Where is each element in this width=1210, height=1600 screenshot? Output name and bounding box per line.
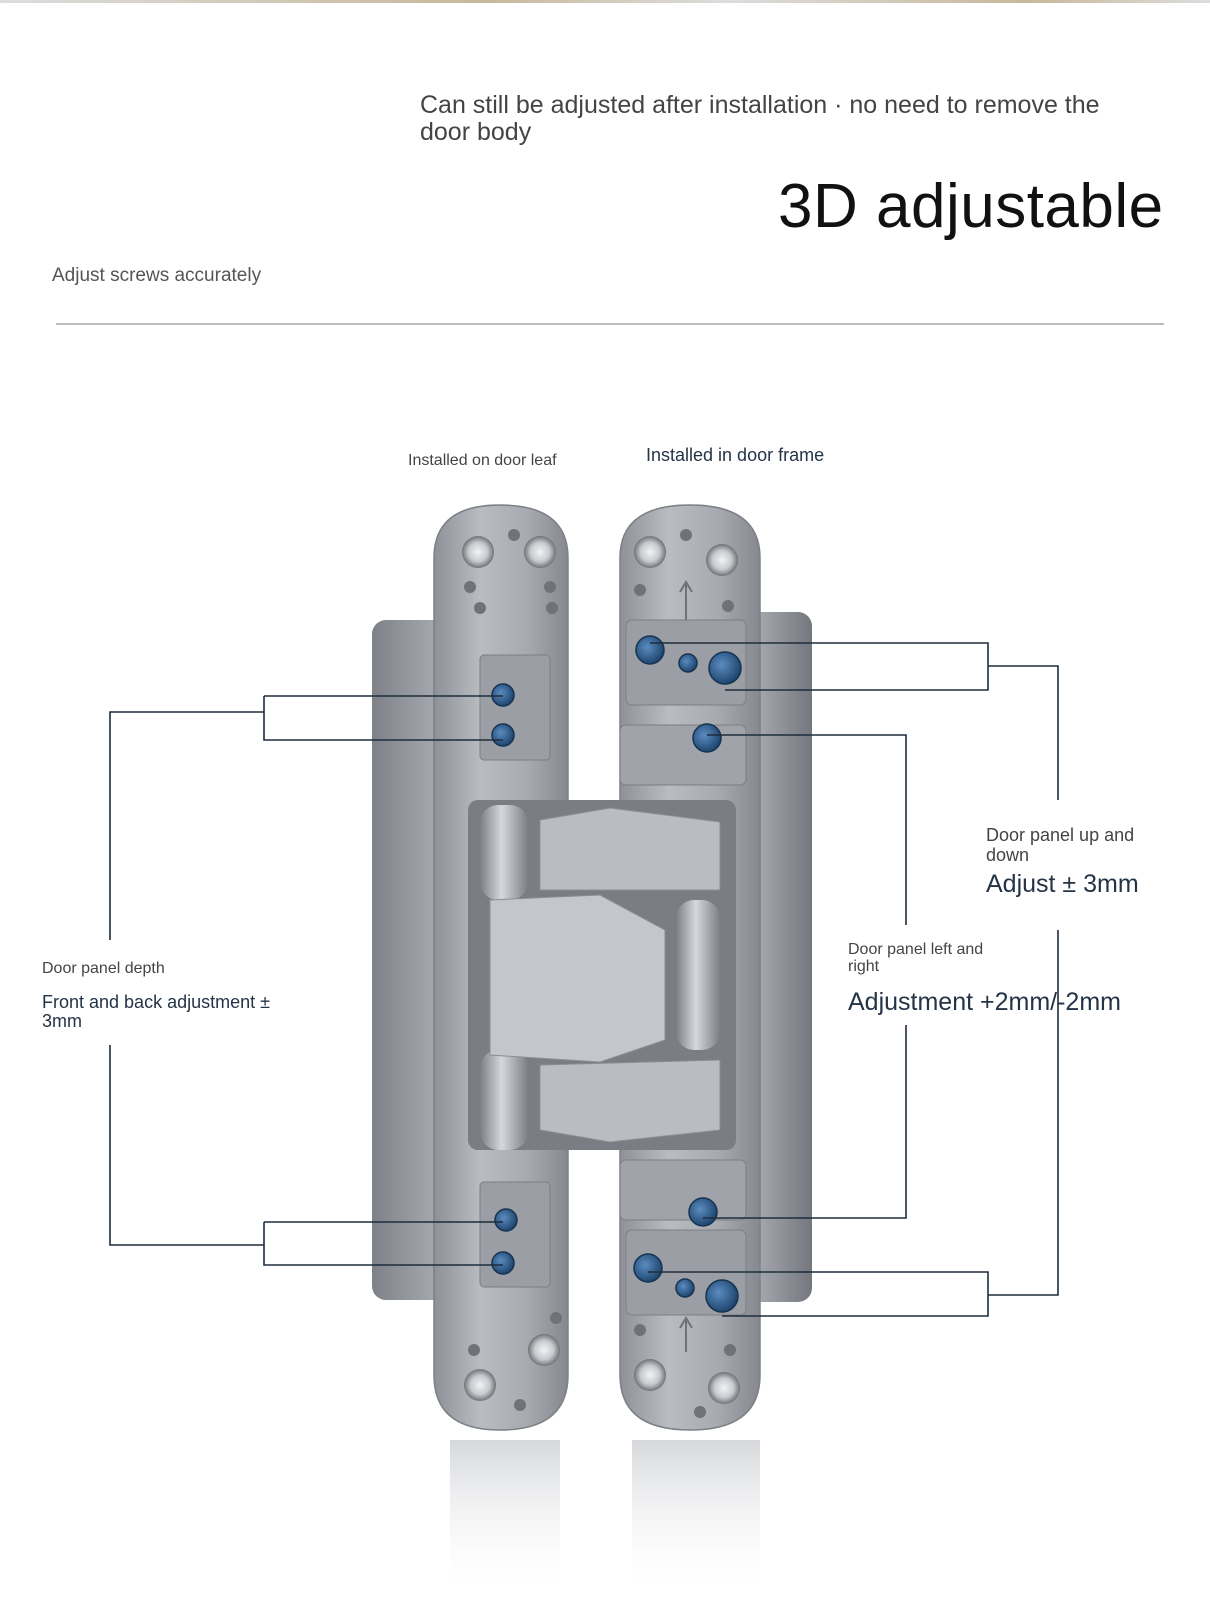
frame-bottom-holes (634, 1316, 740, 1418)
adjust-screws (491, 635, 742, 1313)
depth-value: Front and back adjustment ± 3mm (42, 992, 270, 1031)
updown-label: Door panel up and down (986, 825, 1135, 865)
subtitle: Can still be adjusted after installation… (420, 91, 1100, 146)
pivot-cylinder-left-top (480, 805, 528, 900)
leaf-reflection (450, 1440, 560, 1600)
frame-bottom-bracket (619, 1159, 747, 1221)
pivot-cylinder-right (676, 900, 720, 1050)
leader-lines (109, 642, 1059, 1317)
door-leaf-label: Installed on door leaf (408, 452, 557, 469)
link-arm-bottom (539, 1059, 721, 1143)
leaf-top-pocket (479, 654, 551, 761)
leaf-bottom-pocket (479, 1181, 551, 1288)
leftright-label: Door panel left and right (848, 941, 984, 975)
divider (56, 323, 1164, 325)
top-accent-line (0, 0, 1210, 3)
adjust-note: Adjust screws accurately (52, 265, 262, 286)
door-frame-label: Installed in door frame (646, 445, 825, 465)
leftright-value: Adjustment +2mm/-2mm (848, 988, 1121, 1016)
link-arm-top (539, 807, 721, 891)
frame-reflection (632, 1440, 760, 1600)
headline: 3D adjustable (778, 172, 1164, 241)
leaf-top-holes (462, 529, 558, 614)
leaf-bottom-holes (464, 1312, 562, 1411)
link-arm-center (489, 894, 666, 1063)
depth-label: Door panel depth (42, 960, 165, 977)
pivot-cylinder-left-bottom (480, 1050, 528, 1150)
frame-top-bracket (619, 724, 747, 786)
frame-top-holes (634, 529, 738, 620)
updown-value: Adjust ± 3mm (986, 870, 1139, 898)
